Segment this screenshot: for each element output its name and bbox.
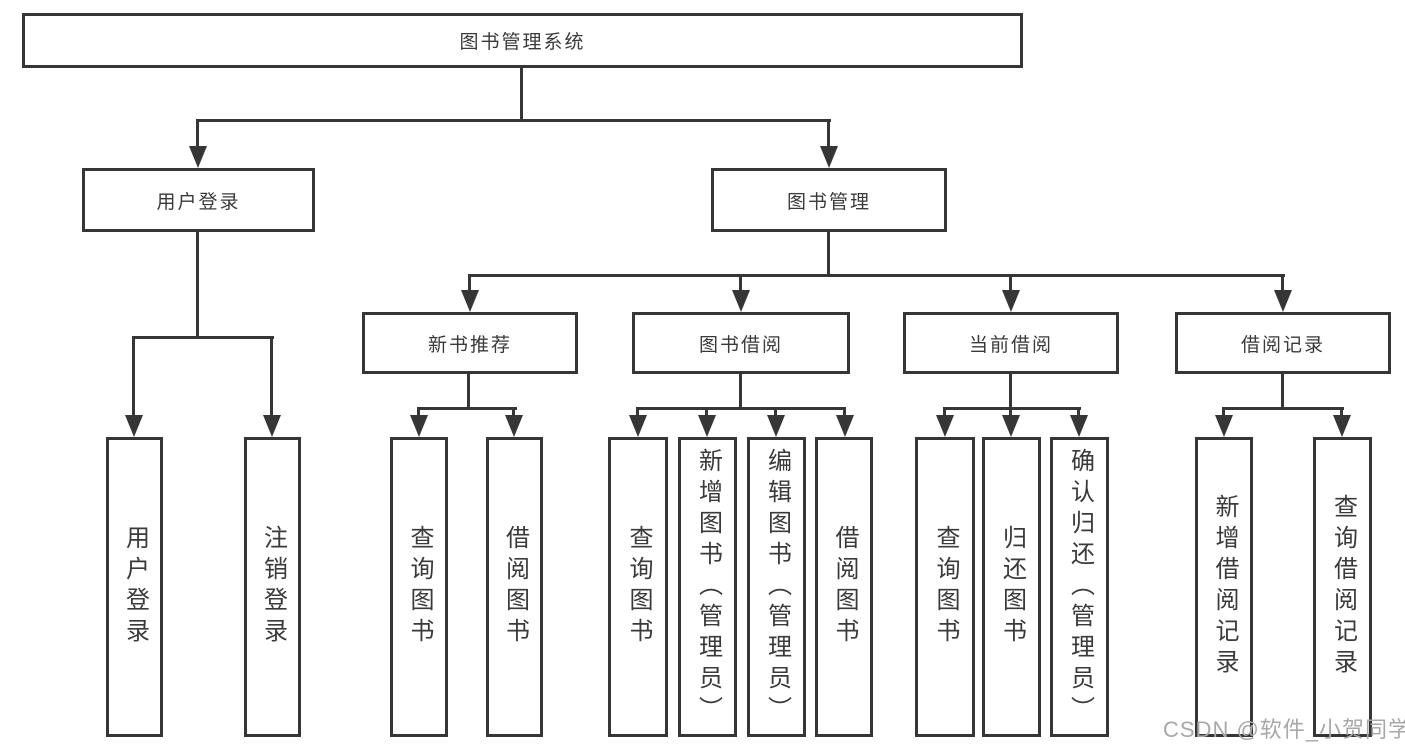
leaf-bb-query-books: 查询图书 [608, 437, 668, 737]
arrowhead-to-book-management [827, 119, 830, 146]
leaf-bb-add-label: 新增图书（管理员） [694, 447, 722, 727]
connector-current-borrow-rail [943, 407, 1081, 410]
node-book-management-label: 图书管理 [786, 191, 871, 213]
leaf-nb-borrow-books: 借阅图书 [486, 437, 543, 737]
arrowhead-to-bb-edit [774, 407, 777, 415]
node-root-library-system: 图书管理系统 [22, 13, 1023, 68]
connector-current-borrow-stem [1009, 374, 1012, 408]
node-root-label: 图书管理系统 [459, 32, 586, 53]
arrowhead-to-user-login [196, 119, 199, 146]
leaf-cb-return-label: 归还图书 [998, 525, 1026, 649]
node-current-borrow-label: 当前借阅 [968, 334, 1053, 356]
arrowhead-to-cb-return [1009, 407, 1012, 415]
leaf-br-add-record: 新增借阅记录 [1195, 437, 1253, 737]
connector-root-stem [520, 68, 523, 120]
arrowhead-to-nb-query [417, 407, 420, 415]
leaf-logout-label: 注销登录 [259, 525, 287, 649]
leaf-bb-borrow-books: 借阅图书 [815, 437, 873, 737]
arrowhead-to-br-add [1222, 407, 1225, 415]
leaf-bb-borrow-label: 借阅图书 [831, 525, 858, 649]
arrowhead-to-book-borrow [739, 274, 742, 290]
leaf-cb-confirm-label: 确认归还（管理员） [1066, 447, 1094, 727]
node-new-book-recommendation: 新书推荐 [362, 312, 578, 374]
csdn-watermark: CSDN @软件_小贺同学 [1163, 717, 1405, 742]
leaf-cb-query-label: 查询图书 [932, 525, 959, 649]
leaf-nb-query-label: 查询图书 [406, 525, 433, 649]
arrowhead-to-borrow-record [1281, 274, 1284, 290]
connector-borrow-record-stem [1281, 374, 1284, 408]
leaf-bb-edit-label: 编辑图书（管理员） [763, 447, 791, 727]
arrowhead-to-nb-borrow [512, 407, 515, 415]
leaf-bb-query-label: 查询图书 [625, 525, 652, 649]
leaf-user-login-label: 用户登录 [121, 525, 149, 649]
connector-new-book-stem [467, 374, 470, 408]
connector-book-borrow-stem [739, 374, 742, 408]
connector-root-rail [196, 119, 831, 122]
arrowhead-to-bb-add [705, 407, 708, 415]
node-borrowing-records: 借阅记录 [1175, 312, 1391, 374]
arrowhead-to-cb-query [943, 407, 946, 415]
leaf-cb-confirm-return-admin: 确认归还（管理员） [1050, 437, 1109, 737]
node-user-login-label: 用户登录 [156, 191, 241, 213]
leaf-nb-borrow-label: 借阅图书 [501, 525, 529, 649]
node-book-borrow-label: 图书借阅 [698, 334, 783, 356]
connector-new-book-rail [417, 407, 517, 410]
leaf-bb-edit-books-admin: 编辑图书（管理员） [747, 437, 806, 737]
node-new-book-label: 新书推荐 [427, 334, 512, 356]
arrowhead-to-leaf-user-login [132, 336, 135, 415]
leaf-nb-query-books: 查询图书 [390, 437, 448, 737]
connector-user-login-rail [132, 336, 274, 339]
connector-book-mgmt-rail [468, 274, 1285, 277]
connector-book-borrow-rail [636, 407, 846, 410]
arrowhead-to-br-query [1340, 407, 1343, 415]
arrowhead-to-current-borrow [1009, 274, 1012, 290]
connector-borrow-record-rail [1222, 407, 1344, 410]
node-user-login: 用户登录 [82, 168, 315, 232]
leaf-br-add-label: 新增借阅记录 [1211, 494, 1238, 680]
node-book-borrowing: 图书借阅 [632, 312, 850, 374]
arrowhead-to-cb-confirm [1077, 407, 1080, 415]
arrowhead-to-bb-borrow [843, 407, 846, 415]
arrowhead-to-leaf-logout [270, 336, 273, 415]
node-current-borrowing: 当前借阅 [903, 312, 1119, 374]
leaf-logout: 注销登录 [244, 437, 301, 737]
leaf-user-login: 用户登录 [106, 437, 163, 737]
leaf-br-query-record: 查询借阅记录 [1313, 437, 1372, 737]
arrowhead-to-new-book [468, 274, 471, 290]
connector-book-mgmt-stem [827, 232, 830, 275]
leaf-br-query-label: 查询借阅记录 [1329, 494, 1357, 680]
node-borrow-record-label: 借阅记录 [1240, 334, 1325, 356]
leaf-cb-query-books: 查询图书 [915, 437, 975, 737]
connector-user-login-stem [196, 232, 199, 337]
leaf-bb-add-books-admin: 新增图书（管理员） [678, 437, 737, 737]
leaf-cb-return-books: 归还图书 [982, 437, 1041, 737]
arrowhead-to-bb-query [636, 407, 639, 415]
node-book-management: 图书管理 [711, 168, 947, 232]
